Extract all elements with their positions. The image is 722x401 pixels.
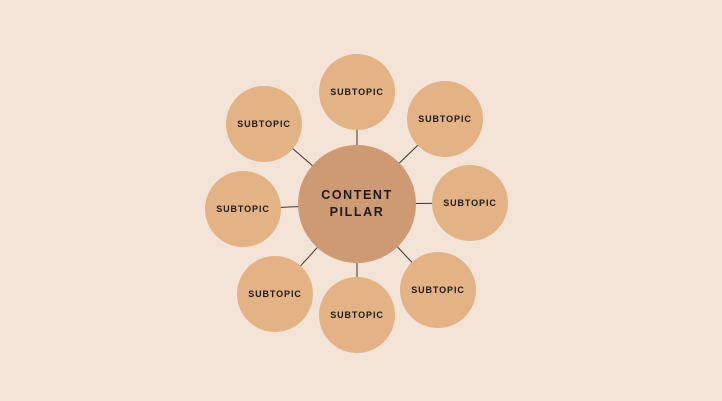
content-pillar-label-line-1: CONTENT bbox=[321, 188, 393, 202]
subtopic-label: SUBTOPIC bbox=[237, 119, 291, 129]
content-pillar-node: CONTENT PILLAR bbox=[298, 145, 416, 263]
subtopic-label: SUBTOPIC bbox=[330, 310, 384, 320]
subtopic-node-left: SUBTOPIC bbox=[205, 171, 281, 247]
subtopic-node-top: SUBTOPIC bbox=[319, 54, 395, 130]
subtopic-label: SUBTOPIC bbox=[330, 87, 384, 97]
subtopic-label: SUBTOPIC bbox=[216, 204, 270, 214]
subtopic-node-top-right: SUBTOPIC bbox=[407, 81, 483, 157]
subtopic-label: SUBTOPIC bbox=[248, 289, 302, 299]
subtopic-label: SUBTOPIC bbox=[418, 114, 472, 124]
subtopic-node-top-left: SUBTOPIC bbox=[226, 86, 302, 162]
subtopic-node-bottom-left: SUBTOPIC bbox=[237, 256, 313, 332]
subtopic-node-bottom: SUBTOPIC bbox=[319, 277, 395, 353]
subtopic-node-right: SUBTOPIC bbox=[432, 165, 508, 241]
subtopic-label: SUBTOPIC bbox=[443, 198, 497, 208]
subtopic-label: SUBTOPIC bbox=[411, 285, 465, 295]
subtopic-node-bottom-right: SUBTOPIC bbox=[400, 252, 476, 328]
content-pillar-label-line-2: PILLAR bbox=[329, 205, 385, 219]
